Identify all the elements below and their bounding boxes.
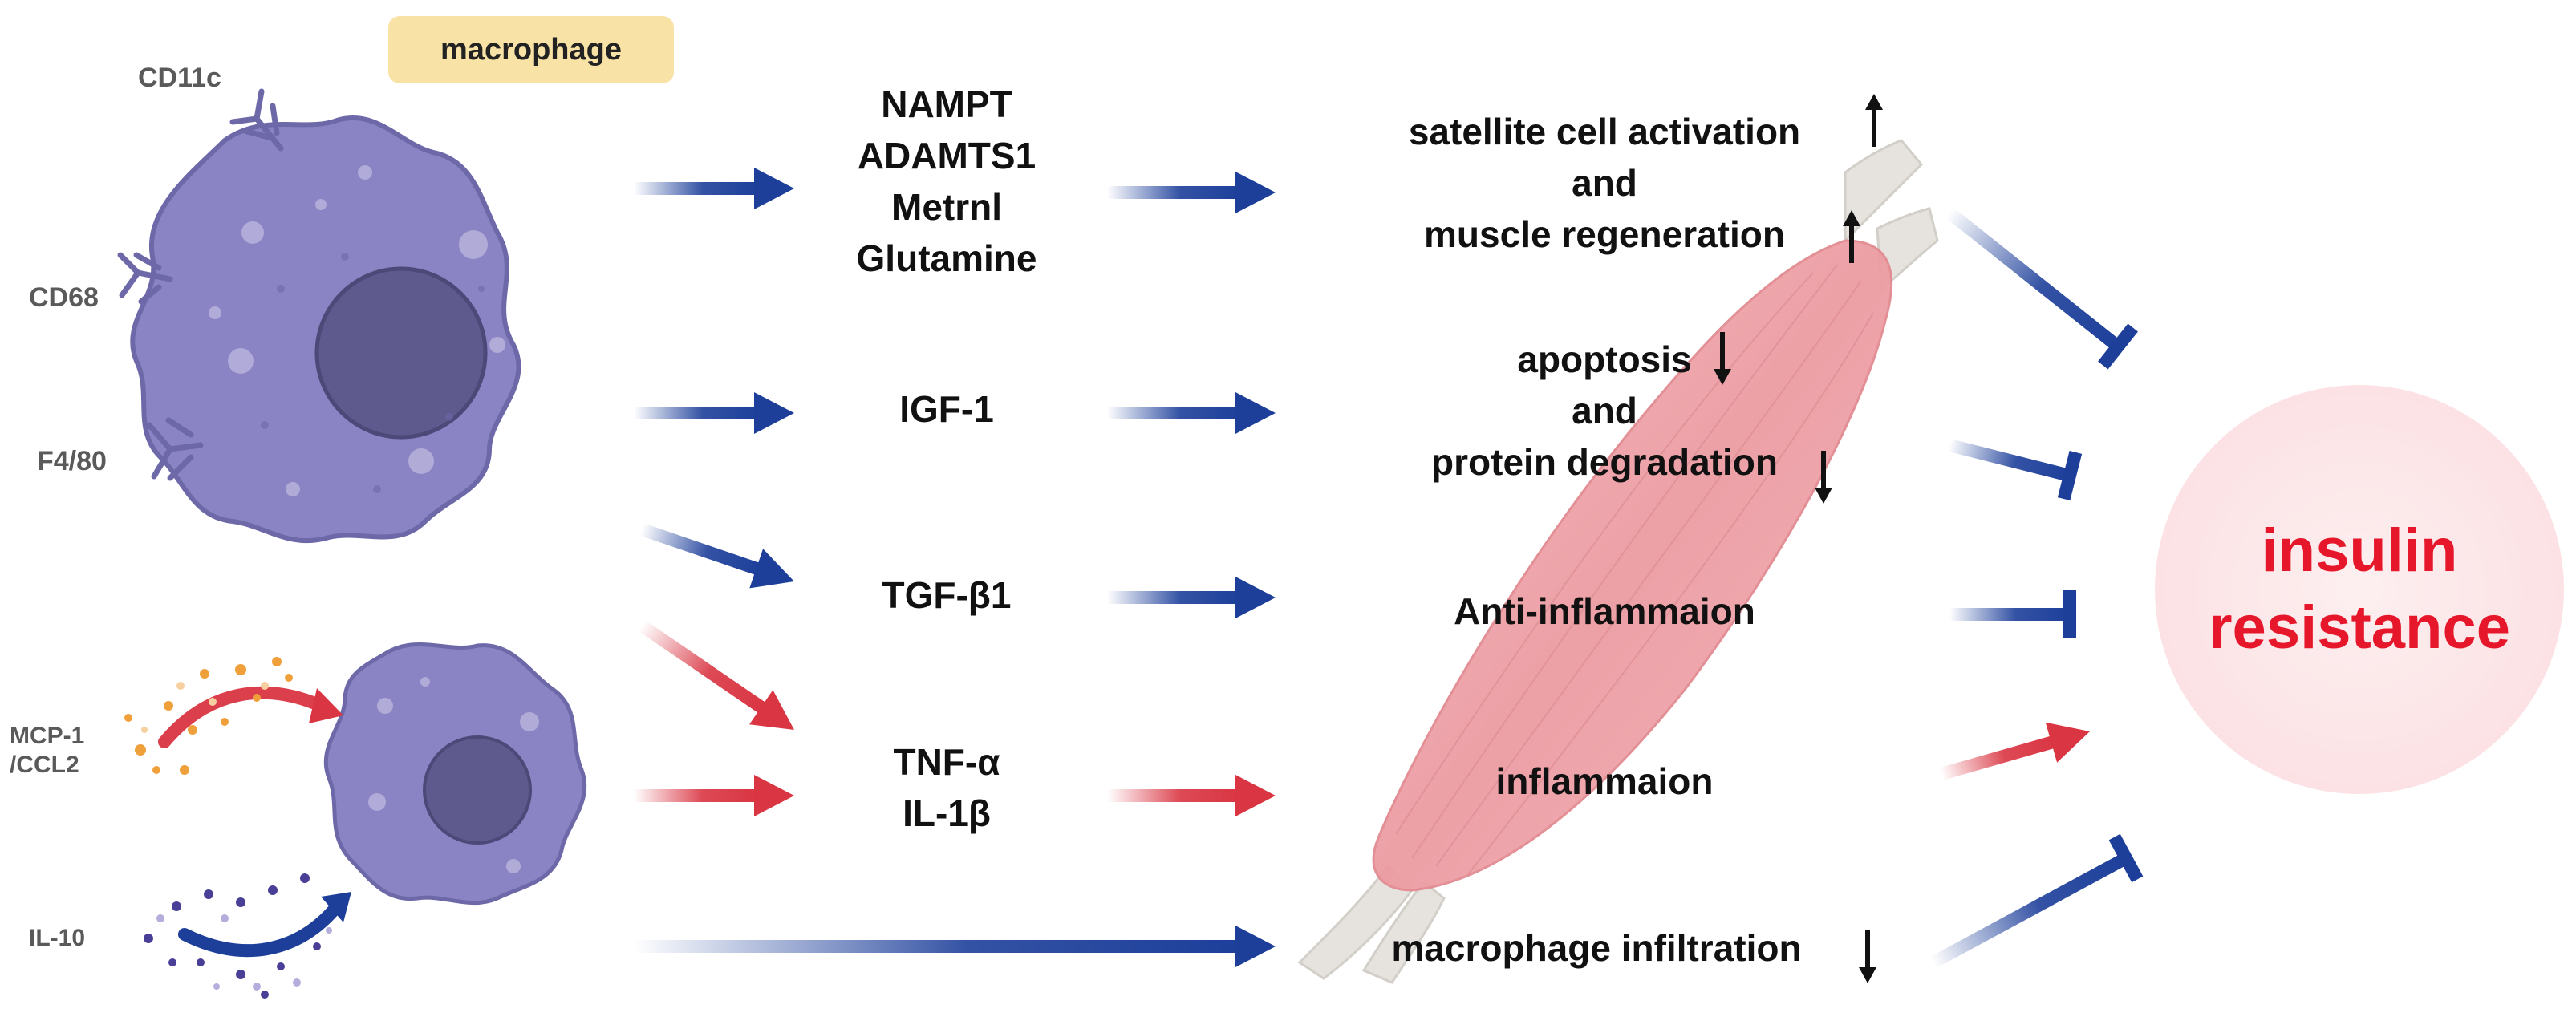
arrow-to-group1 — [634, 168, 794, 209]
receptor-label-cd68: CD68 — [29, 282, 99, 313]
effect-infiltration: macrophage infiltration — [1391, 927, 1802, 969]
mcp1-line1: MCP-1 — [10, 723, 85, 749]
mediator-adamts1: ADAMTS1 — [857, 135, 1036, 176]
effect-apoptosis-line1: apoptosis — [1517, 338, 1692, 380]
macrophage-small — [323, 642, 587, 906]
up-arrow-icon-regeneration — [1843, 210, 1860, 263]
macrophage-label-text: macrophage — [440, 32, 622, 67]
effect-satellite: satellite cell activation and muscle reg… — [1364, 106, 1845, 260]
mediator-igf1: IGF-1 — [899, 388, 994, 430]
outcome-line2: resistance — [2208, 594, 2511, 662]
mcp1-line2: /CCL2 — [10, 752, 79, 778]
mediator-tnfa: TNF-α — [893, 741, 1000, 783]
outcome-line1: insulin — [2261, 517, 2458, 585]
effect-satellite-line3: muscle regeneration — [1424, 213, 1785, 255]
muscle-illustration — [1297, 139, 1939, 984]
mediator-tgfb1: TGF-β1 — [882, 574, 1012, 616]
arrow-group1-to-satellite — [1107, 172, 1276, 213]
arrow-tnf-to-inflammation — [1107, 775, 1276, 816]
effect-apoptosis-line2: and — [1572, 390, 1637, 431]
inhibit-apoptosis — [1948, 439, 2083, 501]
receptor-cd11c-icon — [229, 88, 284, 152]
mcp1-recruitment-arrow-icon — [124, 657, 343, 775]
down-arrow-icon-infiltration — [1859, 930, 1876, 983]
macrophage-label: macrophage — [388, 16, 674, 83]
effect-apoptosis: apoptosis and protein degradation — [1364, 334, 1845, 488]
effect-anti-inflammation: Anti-inflammaion — [1454, 590, 1755, 632]
outcome: insulin resistance — [2155, 401, 2564, 778]
chemokine-label-il10: IL-10 — [29, 925, 86, 951]
promote-inflammation — [1939, 722, 2091, 780]
macrophage-large — [130, 115, 521, 544]
arrow-to-tnfa — [634, 775, 794, 816]
inhibit-satellite — [1945, 207, 2138, 370]
effect-satellite-line2: and — [1572, 162, 1637, 204]
down-arrow-icon-protein — [1815, 451, 1832, 504]
mediator-metrnl: Metrnl — [891, 186, 1002, 228]
arrow-il10-to-infiltration — [634, 926, 1276, 967]
mediator-group-1: NAMPT ADAMTS1 Metrnl Glutamine — [802, 79, 1091, 284]
mediator-il1b: IL-1β — [903, 792, 991, 834]
receptor-label-f480: F4/80 — [37, 446, 107, 476]
receptor-label-cd11c: CD11c — [138, 63, 221, 93]
receptor-cd68-icon — [117, 252, 173, 305]
il10-arrow-icon — [144, 873, 351, 999]
effect-apoptosis-line3: protein degradation — [1431, 441, 1778, 483]
inhibit-infiltration — [1930, 833, 2144, 969]
insulin-resistance-circle — [2155, 385, 2564, 794]
effect-inflammation: inflammaion — [1495, 760, 1714, 802]
mediator-glutamine: Glutamine — [856, 237, 1037, 279]
arrow-to-igf1 — [634, 392, 794, 434]
mediator-tnf-il1: TNF-α IL-1β — [802, 736, 1091, 839]
arrow-tgfb1-to-anti — [1107, 577, 1276, 618]
inhibit-anti — [1949, 590, 2076, 638]
mediator-nampt: NAMPT — [881, 83, 1012, 125]
arrow-igf1-to-apoptosis — [1107, 392, 1276, 434]
arrow-to-tgfb1 — [639, 523, 794, 589]
arrow-to-tnfa-diag — [638, 620, 794, 730]
down-arrow-icon-apoptosis — [1714, 332, 1731, 385]
up-arrow-icon-satellite — [1865, 94, 1883, 147]
chemokine-label-mcp1: MCP-1 /CCL2 — [10, 722, 84, 780]
receptor-f480-icon — [146, 417, 204, 481]
effect-satellite-line1: satellite cell activation — [1408, 111, 1801, 152]
